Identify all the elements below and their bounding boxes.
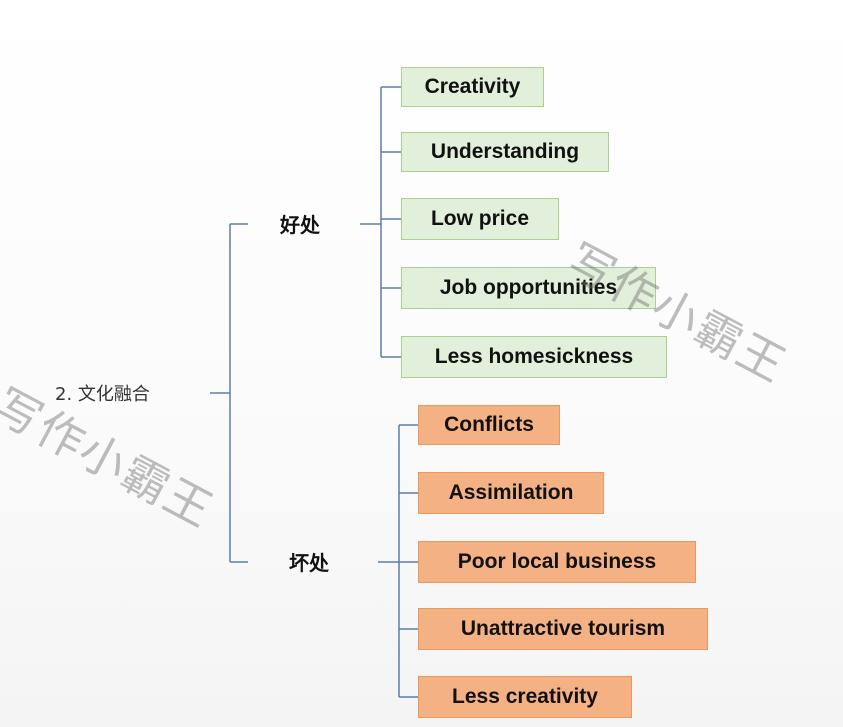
good-item-understanding: Understanding xyxy=(401,132,609,172)
bad-item-conflicts: Conflicts xyxy=(418,405,560,445)
bad-item-less-creativity: Less creativity xyxy=(418,676,632,718)
root-node-label: 2. 文化融合 xyxy=(55,384,150,405)
branch-label-bad: 坏处 xyxy=(289,551,329,575)
bad-item-assimilation: Assimilation xyxy=(418,472,604,514)
bad-item-unattractive-tourism: Unattractive tourism xyxy=(418,608,708,650)
bad-item-poor-local-business: Poor local business xyxy=(418,541,696,583)
good-item-low-price: Low price xyxy=(401,198,559,240)
branch-label-good: 好处 xyxy=(280,213,320,237)
good-item-less-homesickness: Less homesickness xyxy=(401,336,667,378)
good-item-job-opportunities: Job opportunities xyxy=(401,267,656,309)
good-item-creativity: Creativity xyxy=(401,67,544,107)
